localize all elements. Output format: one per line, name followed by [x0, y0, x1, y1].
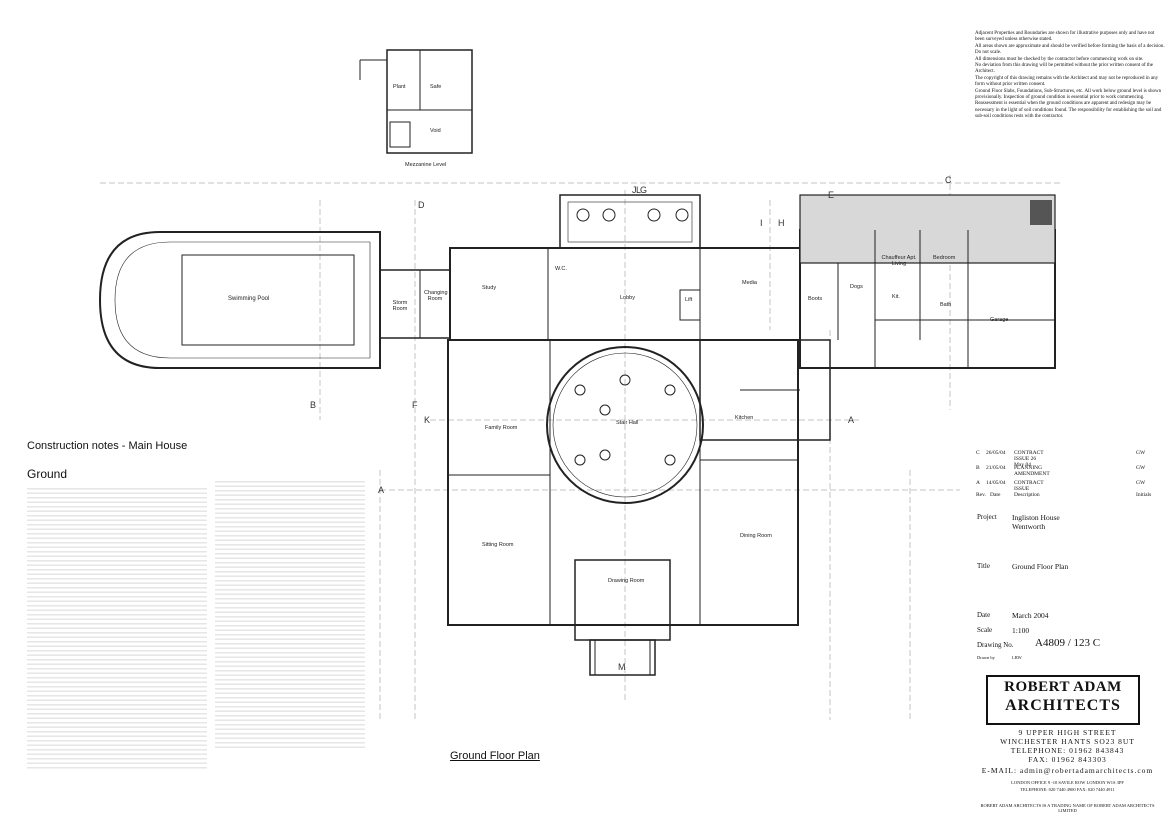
revision-initials: GW [1136, 450, 1146, 456]
project-label: Project [977, 513, 997, 521]
plan-caption: Ground Floor Plan [450, 750, 540, 762]
disclaimer-line: Ground Floor Slabs, Foundations, Sub-Str… [975, 88, 1162, 120]
revision-description: PLANNING AMENDMENT [1014, 465, 1050, 477]
date-value: March 2004 [1012, 611, 1049, 620]
revision-letter: B [976, 465, 980, 471]
address-line-1: 9 UPPER HIGH STREET [1018, 728, 1117, 737]
revision-description: CONTRACT ISSUE [1014, 480, 1044, 492]
project-location: Wentworth [1012, 522, 1046, 531]
grid-label-m: M [618, 662, 626, 672]
disclaimer-line: All dimensions must be checked by the co… [975, 56, 1144, 62]
room-label-plant: Plant [393, 84, 406, 90]
room-label-lift: Lift [685, 297, 693, 303]
grid-label-h: H [778, 218, 785, 228]
room-label-void: Void [430, 128, 441, 134]
room-label-bedroom: Bedroom [933, 255, 956, 261]
notes-heading: Ground [27, 467, 68, 481]
grid-label-b: B [310, 400, 317, 410]
construction-notes-title: Construction notes - Main House [27, 440, 188, 452]
room-label-media: Media [742, 280, 757, 286]
grid-label-g: G [640, 185, 648, 195]
revision-initials: GW [1136, 480, 1146, 486]
room-label-storm-room: Storm Room [392, 300, 408, 312]
disclaimer-line: Do not scale. [975, 50, 1002, 56]
room-label-wc: W.C. [555, 266, 567, 272]
room-label-boots: Boots [808, 296, 823, 302]
disclaimer-line: Adjacent Properties and Boundaries are s… [975, 31, 1155, 43]
robert-adam-architects-logo: ROBERT ADAM ARCHITECTS [986, 675, 1140, 725]
grid-label-e: E [828, 190, 835, 200]
grid-label-a-right: A [848, 415, 855, 425]
grid-label-d: D [418, 200, 425, 210]
revision-header-rev: Rev. [976, 492, 986, 498]
revision-letter: A [976, 480, 980, 486]
room-label-mezzanine: Mezzanine Level [405, 162, 447, 168]
scale-value: 1:100 [1012, 626, 1030, 635]
revision-date: 26/05/04 [986, 450, 1006, 456]
construction-notes-text-block [27, 485, 207, 770]
room-label-bath: Bath [940, 302, 952, 308]
room-label-dogs: Dogs [850, 284, 863, 290]
telephone: TELEPHONE: 01962 843843 [1010, 746, 1125, 755]
revision-date: 14/05/04 [986, 480, 1006, 486]
london-office: LONDON OFFICE 9 -10 SAVILE ROW LONDON W1… [1011, 780, 1124, 785]
disclaimer-line: All areas shown are approximate and shou… [975, 43, 1165, 49]
room-label-study: Study [482, 285, 497, 291]
disclaimer-line: No deviation from this drawing will be p… [975, 63, 1154, 75]
room-label-kit: Kit. [892, 294, 900, 300]
room-label-changing-room: Changing Room [424, 290, 448, 302]
logo-line-2: ARCHITECTS [1005, 697, 1121, 714]
room-label-family-room: Family Room [485, 425, 518, 431]
grid-label-i: I [760, 218, 763, 228]
project-name: Ingliston House [1012, 513, 1060, 522]
grid-label-k: K [424, 415, 431, 425]
revision-header-date: Date [990, 492, 1001, 498]
logo-line-1: ROBERT ADAM [1004, 679, 1122, 695]
room-label-swimming-pool: Swimming Pool [228, 296, 270, 302]
disclaimer-line: The copyright of this drawing remains wi… [975, 75, 1159, 88]
room-label-stair-hall: Stair Hall [616, 420, 639, 426]
revision-letter: C [976, 450, 980, 456]
revision-initials: GW [1136, 465, 1146, 471]
title-label: Title [977, 562, 990, 570]
revision-description: CONTRACT ISSUE 26 May 04 [1014, 450, 1044, 468]
grid-label-f: F [412, 400, 418, 410]
grid-label-a: A [378, 485, 385, 495]
room-label-drawing-room: Drawing Room [608, 578, 645, 584]
room-label-safe: Safe [430, 84, 442, 90]
revision-header-initials: Initials [1136, 492, 1152, 498]
address-line-2: WINCHESTER HANTS SO23 8UT [1000, 737, 1135, 746]
room-label-dining-room: Dining Room [740, 533, 772, 539]
date-label: Date [977, 611, 991, 619]
construction-notes-text-block-2 [215, 478, 365, 748]
drawn-by-label: Drawn by [977, 655, 995, 660]
room-label-chauffeur: Chauffeur Apt. Living [881, 255, 917, 267]
drawn-by-value: LRW [1012, 655, 1022, 660]
drawing-number-value: A4809 / 123 C [1035, 637, 1101, 649]
room-label-kitchen: Kitchen [735, 415, 754, 421]
title-value: Ground Floor Plan [1012, 562, 1069, 571]
room-label-lobby: Lobby [620, 295, 635, 301]
scale-label: Scale [977, 626, 993, 634]
email: E-MAIL: admin@robertadamarchitects.com [981, 766, 1154, 775]
fax: FAX: 01962 843303 [1028, 755, 1107, 764]
room-label-sitting-room: Sitting Room [482, 542, 514, 548]
london-telephone: TELEPHONE: 020 7440 4900 FAX: 020 7440 4… [1020, 787, 1115, 792]
grid-label-j: J [632, 185, 637, 195]
grid-label-l: L [636, 185, 642, 195]
revision-header-description: Description [1014, 492, 1040, 498]
room-label-garage: Garage [990, 317, 1009, 323]
revision-date: 21/05/04 [986, 465, 1006, 471]
drawing-number-label: Drawing No. [977, 641, 1014, 649]
disclaimer-notes: Adjacent Properties and Boundaries are s… [975, 31, 1165, 121]
trading-name: ROBERT ADAM ARCHITECTS IS A TRADING NAME… [980, 803, 1155, 813]
grid-label-c: C [945, 175, 952, 185]
